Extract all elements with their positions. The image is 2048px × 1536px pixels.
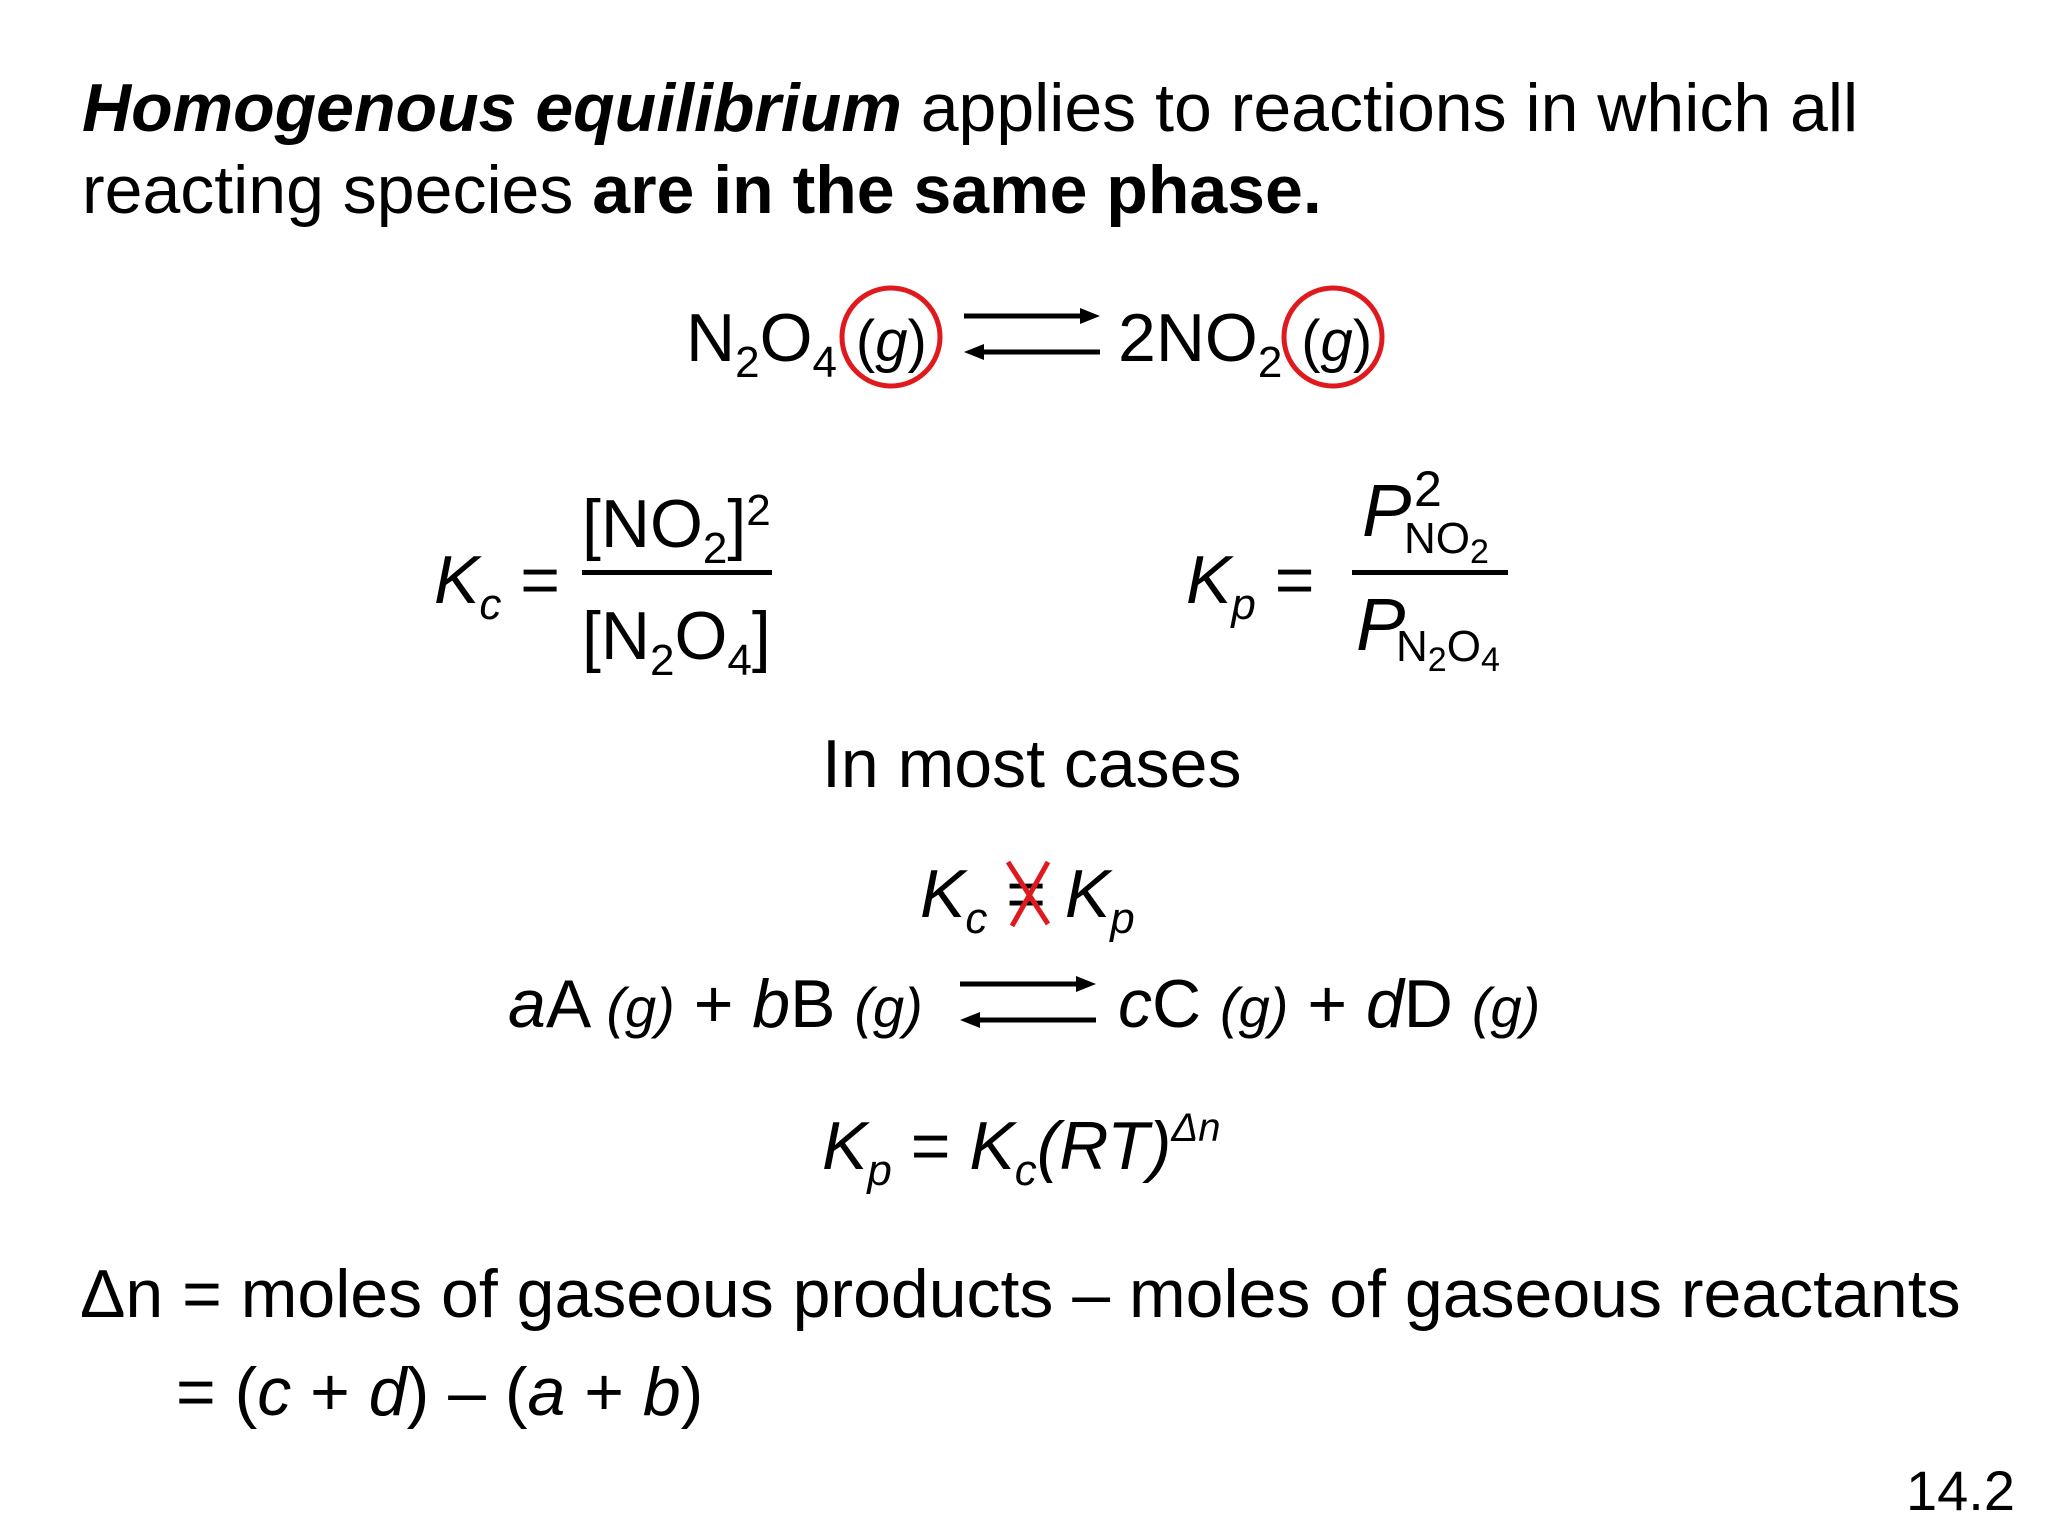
equilibrium-arrow-2 [960, 976, 1096, 1028]
red-x-mark [1005, 860, 1051, 928]
intro-line-2: reacting species are in the same phase. [82, 156, 1322, 224]
intro-emphasis: are in the same phase. [592, 152, 1322, 228]
intro-term: Homogenous equilibrium [82, 70, 902, 146]
general-reactants: aA (g) + bB (g) [508, 966, 923, 1042]
intro-line-1: Homogenous equilibrium applies to reacti… [82, 74, 1858, 142]
intro-text-a: applies to reactions in which all [901, 70, 1859, 146]
highlight-circle-product [1281, 285, 1385, 389]
reaction1-product-phase: g [1320, 309, 1353, 374]
kp-symbol: Kp = [1186, 542, 1315, 629]
kc-symbol: Kc = [434, 542, 560, 629]
delta-n-formula: = (c + d) – (a + b) [176, 1354, 704, 1430]
slide-number: 14.2 [1906, 1459, 2015, 1522]
most-cases-text: In most cases [822, 726, 1242, 802]
highlight-circle-reactant [839, 285, 943, 389]
kp-denominator: P N2O4 [1356, 583, 1500, 680]
intro-text-b: reacting species [82, 152, 593, 228]
reaction1-product: 2NO2 (g) [1118, 300, 1373, 387]
kp-kc-relation: Kp = Kc(RT)Δn [822, 1106, 1221, 1195]
kc-fraction-bar [582, 570, 772, 575]
delta-n-definition: Δn = moles of gaseous products – moles o… [80, 1256, 1961, 1332]
kp-fraction-bar [1352, 570, 1508, 575]
kp-numerator: P 2 NO2 [1362, 461, 1489, 571]
kc-denominator: [N2O4] [582, 598, 771, 685]
equilibrium-arrow-1 [964, 308, 1100, 360]
general-products: cC (g) + dD (g) [1118, 966, 1541, 1042]
reaction1-reactant-phase: g [875, 309, 908, 374]
kc-numerator: [NO2]2 [582, 486, 771, 573]
reaction1-reactant: N2O4 (g) [686, 300, 927, 387]
